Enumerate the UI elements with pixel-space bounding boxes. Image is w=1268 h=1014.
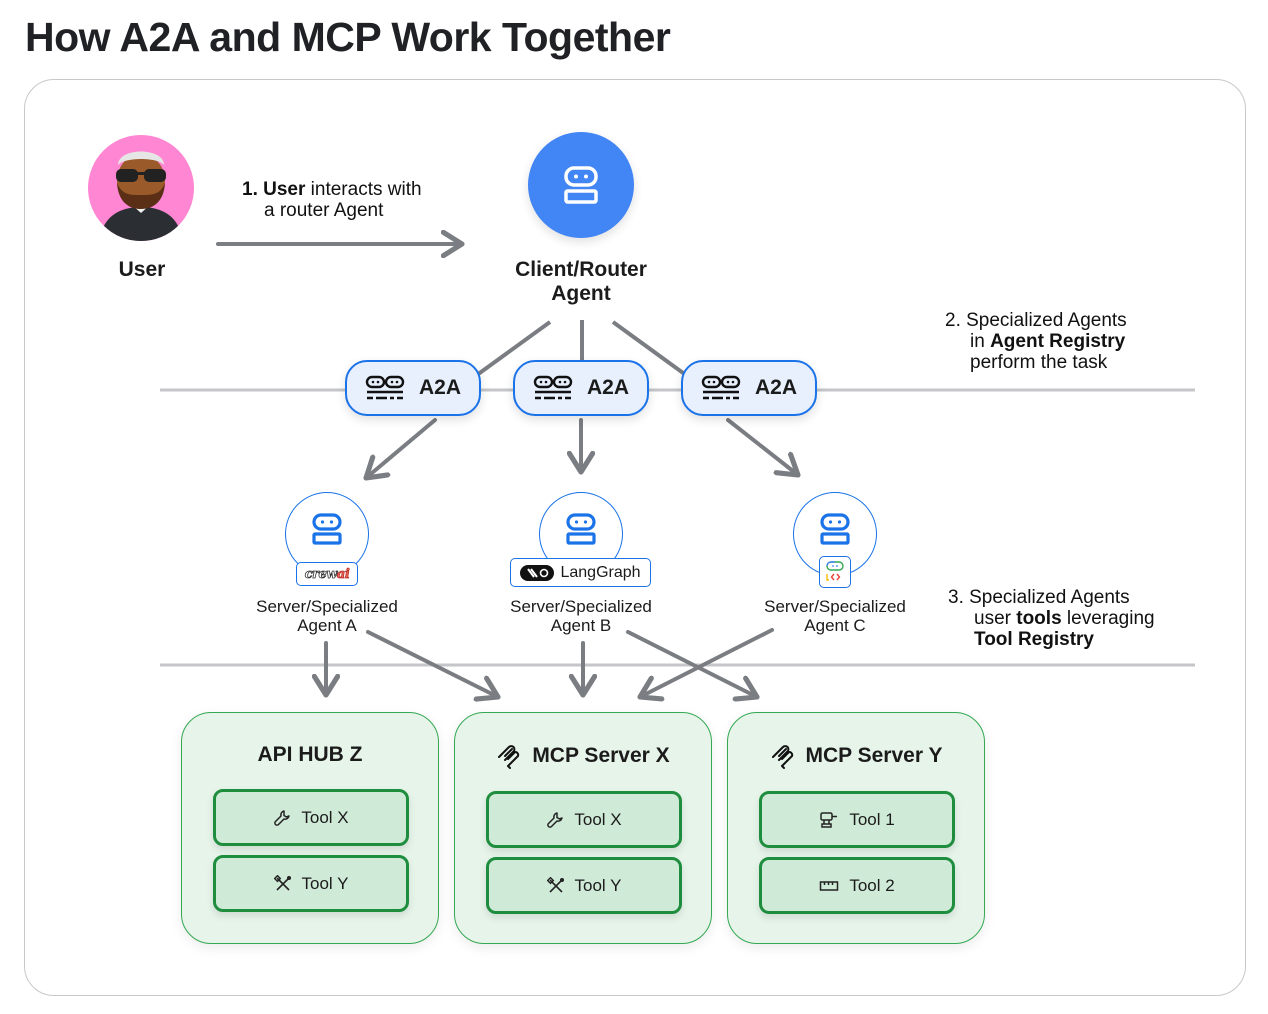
tool-label: Tool X (574, 809, 622, 829)
server-title: MCP Server Y (728, 743, 984, 769)
arrow-a2a-to-agent-a (366, 418, 437, 478)
a2a-node-2[interactable]: A2A (513, 360, 649, 416)
langgraph-badge: LangGraph (510, 558, 651, 587)
agent-a-label-line1: Server/Specialized (256, 597, 398, 616)
a2a-protocol-icon (701, 375, 741, 400)
adk-badge (819, 556, 851, 588)
crewai-badge: crewai (296, 562, 358, 586)
page-title: How A2A and MCP Work Together (25, 14, 671, 60)
user-label: User (118, 258, 166, 281)
step-3-note: 3. Specialized Agents user tools leverag… (948, 587, 1155, 650)
user-avatar (88, 135, 194, 241)
step-1-text: interacts with (305, 179, 422, 200)
server-api-hub-z[interactable]: API HUB Z Tool X Tool Y (181, 712, 439, 944)
line-router-to-a2a-1 (468, 320, 552, 382)
server-mcp-x[interactable]: MCP Server X Tool X Tool Y (454, 712, 712, 944)
tool-item[interactable]: Tool 2 (759, 857, 955, 914)
a2a-node-3[interactable]: A2A (681, 360, 817, 416)
a2a-node-1[interactable]: A2A (345, 360, 481, 416)
adk-logo-icon (826, 561, 844, 581)
agent-a-label: Server/Specialized Agent A (227, 597, 427, 635)
mcp-icon (498, 745, 520, 769)
agent-c-label-line1: Server/Specialized (764, 597, 906, 616)
robot-icon (564, 166, 598, 204)
agent-b-label-line2: Agent B (550, 616, 612, 635)
step-3-line2-prefix: user (974, 608, 1017, 629)
step-3-bold-tools: tools (1016, 608, 1062, 629)
arrow-agent-a-to-mcp-x (366, 630, 498, 697)
server-title: MCP Server X (455, 743, 711, 769)
crewai-logo-ai: ai (336, 566, 351, 582)
step-2-line3: perform the task (970, 352, 1108, 373)
tool-item[interactable]: Tool Y (213, 855, 409, 912)
line-router-to-a2a-3 (611, 320, 692, 380)
step-3-line2-suffix: leveraging (1061, 608, 1155, 629)
a2a-label: A2A (418, 376, 461, 399)
agent-b-label: Server/Specialized Agent B (481, 597, 681, 635)
arrow-a2a-to-agent-c (726, 418, 798, 475)
router-label-line2: Agent (551, 282, 611, 305)
tool-item[interactable]: Tool 1 (759, 791, 955, 848)
mcp-icon (771, 745, 793, 769)
tool-item[interactable]: Tool Y (486, 857, 682, 914)
robot-icon (566, 513, 596, 545)
step-2-line2-prefix: in (970, 331, 991, 352)
drill-icon (820, 811, 838, 828)
server-title-text: MCP Server Y (805, 744, 943, 767)
tool-label: Tool Y (301, 873, 349, 893)
ruler-icon (820, 880, 839, 891)
server-title: API HUB Z (182, 743, 438, 767)
step-2-note: 2. Specialized Agents in Agent Registry … (945, 310, 1127, 373)
crewai-logo: crewai (304, 566, 351, 582)
langgraph-logo-icon (520, 564, 555, 581)
tool-label: Tool Y (574, 875, 622, 895)
router-label: Client/Router Agent (480, 258, 682, 306)
robot-icon (312, 513, 342, 545)
robot-icon (820, 513, 850, 545)
tools-crossed-icon (546, 876, 564, 893)
tools-crossed-icon (273, 874, 291, 891)
a2a-protocol-icon (533, 375, 573, 400)
step-2-line1: Specialized Agents (966, 310, 1127, 331)
wrench-icon (274, 809, 291, 826)
step-1-bold: User (263, 179, 306, 200)
step-1-text-line2: a router Agent (264, 200, 384, 221)
tool-label: Tool X (301, 807, 349, 827)
arrow-agent-b-to-mcp-y (626, 630, 757, 697)
step-2-bold: Agent Registry (990, 331, 1126, 352)
agent-b-label-line1: Server/Specialized (510, 597, 652, 616)
arrow-agent-c-to-mcp-x (640, 628, 774, 697)
tool-label: Tool 1 (849, 809, 895, 829)
step-1-note: 1. User interacts with a router Agent (242, 179, 422, 221)
a2a-protocol-icon (365, 375, 405, 400)
agent-c-label: Server/Specialized Agent C (735, 597, 935, 635)
server-title-text: MCP Server X (532, 744, 670, 767)
a2a-label: A2A (754, 376, 797, 399)
tool-item[interactable]: Tool X (486, 791, 682, 848)
agent-a-label-line2: Agent A (297, 616, 357, 635)
step-1-number: 1. (242, 179, 258, 200)
step-3-line1: 3. Specialized Agents (948, 587, 1130, 608)
router-label-line1: Client/Router (515, 258, 647, 281)
tool-label: Tool 2 (849, 875, 895, 895)
agent-c-label-line2: Agent C (804, 616, 866, 635)
wrench-icon (547, 811, 564, 828)
router-agent-node[interactable] (528, 132, 634, 238)
server-title-text: API HUB Z (257, 743, 363, 766)
langgraph-label: LangGraph (560, 563, 641, 581)
a2a-label: A2A (586, 376, 629, 399)
step-3-bold-registry: Tool Registry (974, 629, 1094, 650)
tool-item[interactable]: Tool X (213, 789, 409, 846)
server-mcp-y[interactable]: MCP Server Y Tool 1 Tool 2 (727, 712, 985, 944)
